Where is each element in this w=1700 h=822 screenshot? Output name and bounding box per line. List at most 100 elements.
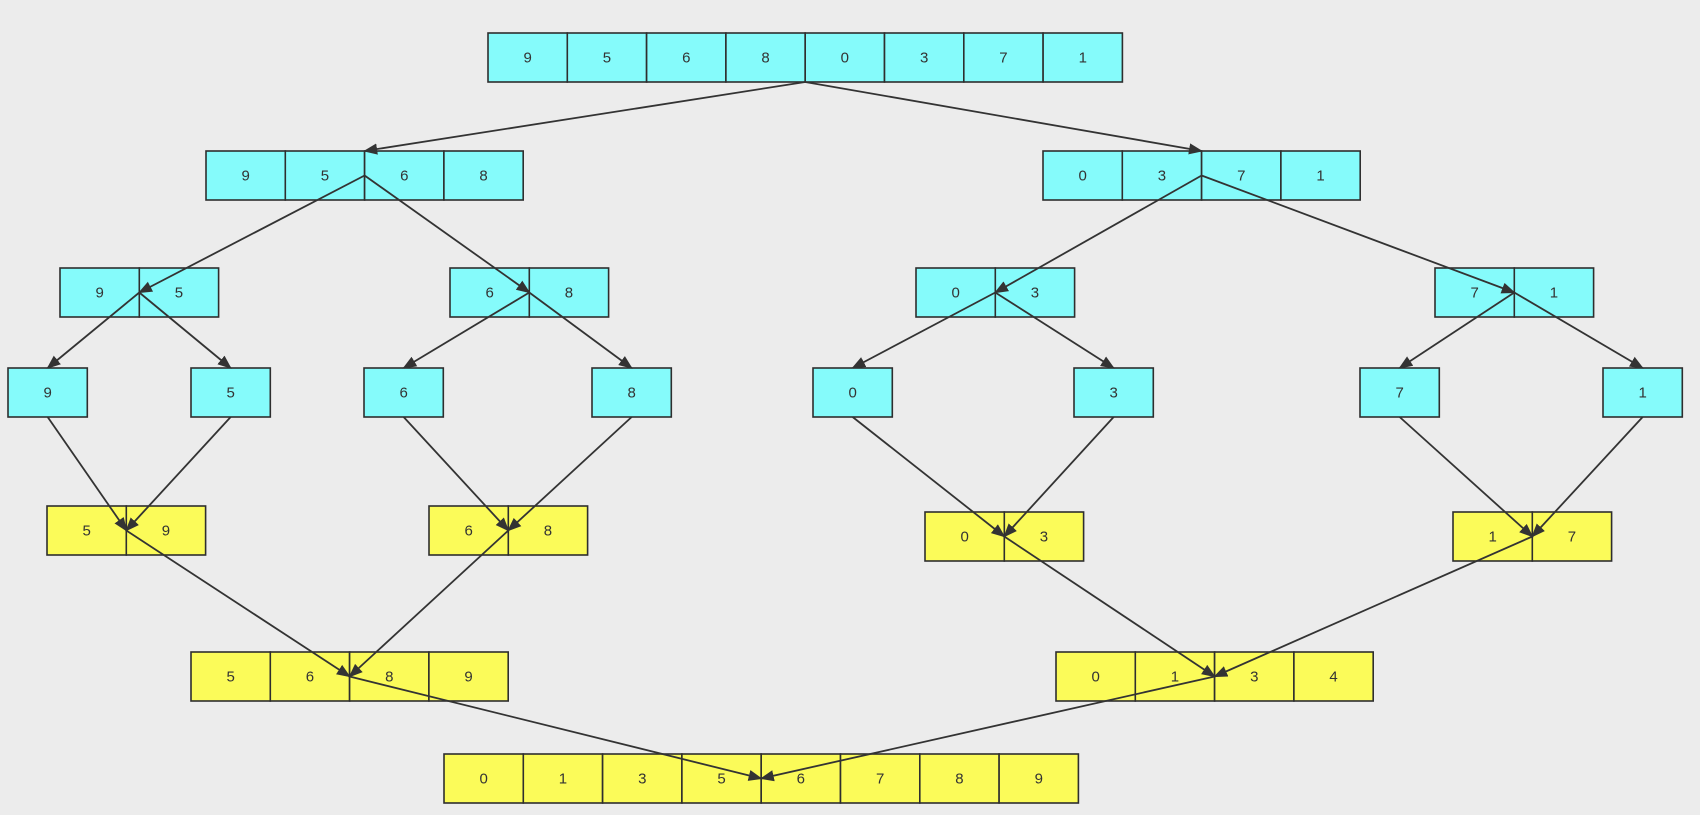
array-cell [443,150,524,201]
cell-value: 5 [603,50,611,67]
array-cell [915,267,997,318]
cell-value: 0 [848,385,856,402]
array-cell [284,150,366,201]
cell-value: 3 [1109,385,1117,402]
edge-arrow [1213,535,1533,678]
cell-value: 1 [1171,669,1179,686]
edge-arrow [46,416,128,532]
array-cell [1003,511,1085,562]
edge-arrow [138,291,232,369]
array-cell [998,753,1080,804]
array-cell [962,32,1044,83]
edge-arrow [363,81,806,155]
cell-value: 5 [321,168,329,185]
cell-value: 1 [1488,529,1496,546]
cell-value: 8 [955,771,963,788]
edge-arrow [125,416,232,532]
array-cell [1513,267,1595,318]
array-cell [804,32,886,83]
cell-value: 9 [523,50,531,67]
cell-value: 1 [1638,385,1646,402]
array-cell [883,32,965,83]
array-cell [190,367,272,418]
array-split-a11: 0 [812,367,894,418]
cell-value: 9 [43,385,51,402]
array-cell [7,367,89,418]
cell-value: 9 [464,669,472,686]
edge-arrow [759,675,1215,782]
array-cell [812,367,894,418]
cell-value: 4 [1329,669,1337,686]
array-cell [566,32,648,83]
edge-arrow [1003,535,1216,678]
cell-value: 3 [638,771,646,788]
array-cell [1280,150,1362,201]
array-cell [507,505,589,556]
cell-value: 7 [1237,168,1245,185]
cell-value: 8 [544,523,552,540]
edge-arrow [852,416,1006,538]
edge-arrow [994,174,1203,294]
array-cell [1042,150,1124,201]
edges-layer [46,81,1644,782]
cell-value: 7 [1568,529,1576,546]
cell-value: 9 [162,523,170,540]
cell-value: 9 [95,285,103,302]
array-cell [522,753,604,804]
cell-value: 6 [464,523,472,540]
edge-arrow [1398,291,1515,369]
cell-value: 1 [1079,50,1087,67]
cell-value: 5 [717,771,725,788]
cell-value: 6 [682,50,690,67]
cell-value: 9 [241,168,249,185]
edge-arrow [349,675,763,781]
cell-value: 1 [1316,168,1324,185]
edge-arrow [348,529,509,678]
edge-arrow [125,529,351,678]
edge-arrow [1399,416,1534,538]
cell-value: 9 [1035,771,1043,788]
cell-value: 5 [226,669,234,686]
array-cell [428,505,510,556]
array-cell [1531,511,1613,562]
cell-value: 5 [175,285,183,302]
array-cell [918,753,1000,804]
array-split-a13: 7 [1359,367,1441,418]
array-cell [839,753,921,804]
array-cell [1359,367,1441,418]
array-cell [1042,32,1124,83]
cell-value: 0 [960,529,968,546]
array-cell [205,150,287,201]
array-split-a10: 8 [591,367,673,418]
array-cell [1200,150,1282,201]
cell-value: 5 [226,385,234,402]
array-cell [443,753,525,804]
cell-value: 3 [1250,669,1258,686]
cell-value: 3 [1040,529,1048,546]
array-split-a9: 6 [363,367,445,418]
edge-arrow [138,174,366,294]
cell-value: 5 [82,523,90,540]
cell-value: 7 [1470,285,1478,302]
cell-value: 7 [876,771,884,788]
array-cell [46,505,128,556]
edge-arrow [402,291,530,369]
cell-value: 3 [1031,285,1039,302]
array-cell [1293,651,1375,702]
array-cell [487,32,569,83]
edge-arrow [1201,174,1516,294]
cell-value: 6 [485,285,493,302]
edge-arrow [528,291,633,369]
array-cell [1121,150,1203,201]
